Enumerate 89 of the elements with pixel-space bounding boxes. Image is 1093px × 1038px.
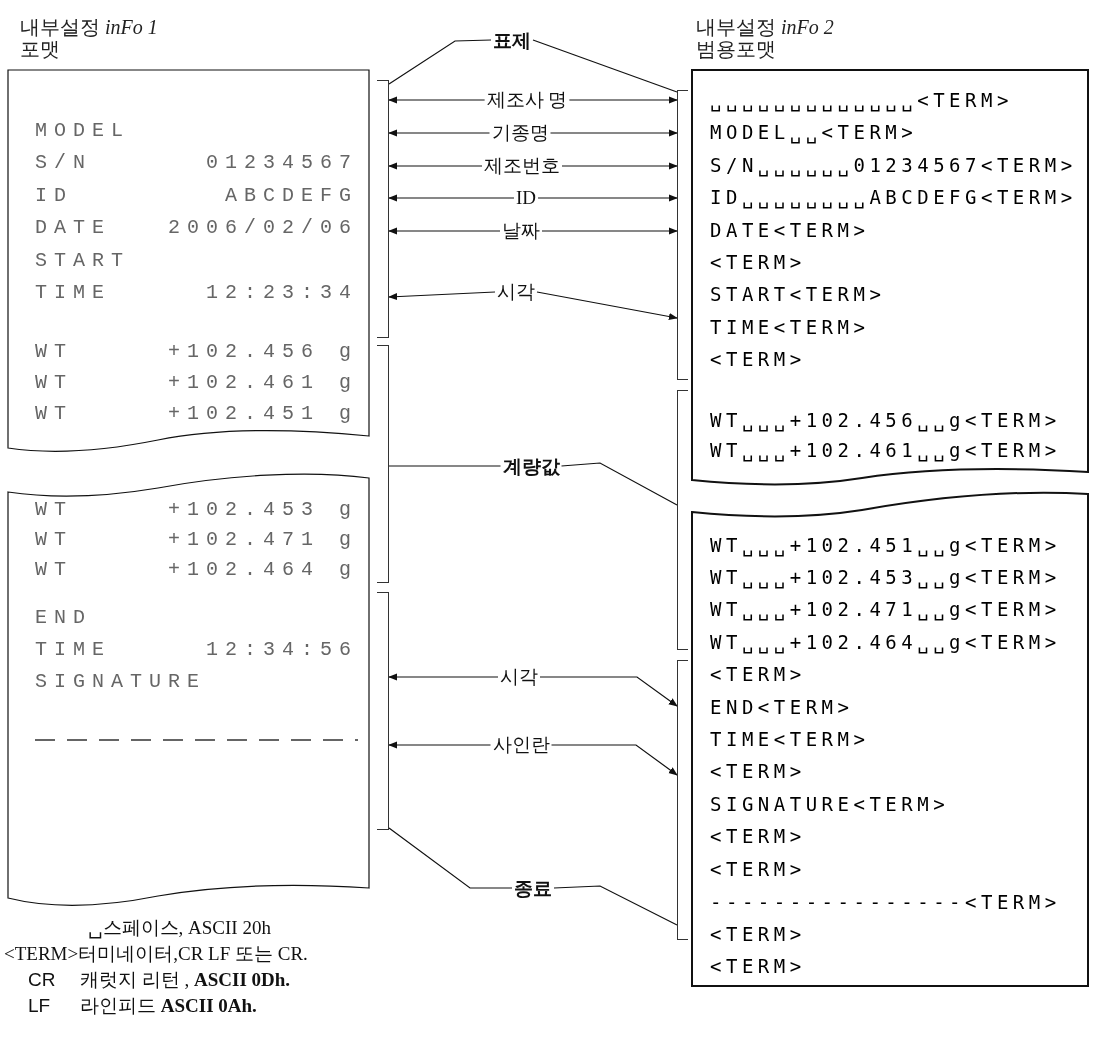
bracket xyxy=(377,80,389,338)
arrow xyxy=(549,129,678,137)
printout-line: TIME 12:34:56 xyxy=(35,638,359,662)
arrow xyxy=(388,673,499,681)
arrow xyxy=(388,227,501,235)
heading: 포맷 xyxy=(20,38,60,60)
bracket xyxy=(677,660,688,940)
arrow xyxy=(388,291,496,301)
arrow xyxy=(388,96,486,104)
printout-line: WT +102.464 g xyxy=(35,558,359,582)
note-text: LF xyxy=(28,994,51,1018)
printout-line: WT␣␣␣+102.471␣␣g<TERM> xyxy=(710,597,1061,621)
arrow xyxy=(550,744,678,776)
printout-line: MODEL xyxy=(35,119,130,143)
leader-line xyxy=(388,827,513,889)
leader-line xyxy=(388,39,492,85)
callout-label: 종료 xyxy=(512,877,554,899)
printout-line: SIGNATURE<TERM> xyxy=(710,792,950,816)
callout-label: 사인란 xyxy=(490,734,552,756)
printout-line: ----------------<TERM> xyxy=(710,890,1061,914)
arrow xyxy=(388,129,491,137)
printout-line: WT␣␣␣+102.456␣␣g<TERM> xyxy=(710,408,1061,432)
printout-line: <TERM> xyxy=(710,922,806,946)
printout-line: WT +102.453 g xyxy=(35,498,359,522)
printout-line: WT␣␣␣+102.461␣␣g<TERM> xyxy=(710,438,1061,462)
bracket xyxy=(677,390,688,650)
printout-line: WT +102.461 g xyxy=(35,371,359,395)
bracket xyxy=(377,592,389,830)
printout-line: END xyxy=(35,606,92,630)
callout-label: 표제 xyxy=(491,29,533,51)
printout-line: END<TERM> xyxy=(710,695,854,719)
printout-line: DATE<TERM> xyxy=(710,218,870,242)
printout-line: WT␣␣␣+102.451␣␣g<TERM> xyxy=(710,533,1061,557)
leader-line xyxy=(532,39,678,93)
printout-line: ID␣␣␣␣␣␣␣␣ABCDEFG<TERM> xyxy=(710,185,1077,209)
printout-line: START<TERM> xyxy=(710,282,886,306)
arrow xyxy=(561,162,678,170)
printout-line: <TERM> xyxy=(710,250,806,274)
printout-line: TIME 12:23:34 xyxy=(35,281,359,305)
note-text: CR xyxy=(28,968,56,992)
arrow xyxy=(539,676,678,707)
printout-line: WT +102.451 g xyxy=(35,402,359,426)
printout-line: ␣␣␣␣␣␣␣␣␣␣␣␣␣<TERM> xyxy=(710,88,1013,112)
printout-line: WT␣␣␣+102.464␣␣g<TERM> xyxy=(710,630,1061,654)
printout-line: <TERM> xyxy=(710,824,806,848)
printout-line: ID ABCDEFG xyxy=(35,184,359,208)
printout-line: <TERM> xyxy=(710,662,806,686)
bracket xyxy=(677,90,688,380)
printout-line: WT +102.471 g xyxy=(35,528,359,552)
note-text: 라인피드 ASCII 0Ah. xyxy=(80,994,257,1018)
printout-line: WT␣␣␣+102.453␣␣g<TERM> xyxy=(710,565,1061,589)
printout-line: <TERM> xyxy=(710,954,806,978)
printout-line: TIME<TERM> xyxy=(710,315,870,339)
leader-line xyxy=(553,885,678,926)
arrow xyxy=(536,291,678,321)
heading: 범용포맷 xyxy=(696,38,776,60)
arrow xyxy=(388,741,492,749)
printout-line: <TERM> xyxy=(710,759,806,783)
arrow xyxy=(388,194,515,202)
printout-line: TIME<TERM> xyxy=(710,727,870,751)
callout-label: ID xyxy=(513,187,539,209)
callout-label: 제조사 명 xyxy=(484,89,570,111)
callout-label: 날짜 xyxy=(500,220,542,242)
note-text: 캐럿지 리턴 , ASCII 0Dh. xyxy=(80,968,291,992)
callout-label: 제조번호 xyxy=(482,155,562,177)
printout-line: S/N 01234567 xyxy=(35,151,359,175)
heading: 내부설정 inFo 2 xyxy=(696,16,834,38)
printout-line: DATE 2006/02/06 xyxy=(35,216,359,240)
callout-label: 계량값 xyxy=(500,455,562,477)
callout-label: 기종명 xyxy=(489,122,551,144)
leader-line xyxy=(388,465,502,467)
printout-line: S/N␣␣␣␣␣␣01234567<TERM> xyxy=(710,153,1077,177)
note-text: <TERM>터미네이터,CR LF 또는 CR. xyxy=(4,942,308,966)
callout-label: 시각 xyxy=(495,281,537,303)
callout-label: 시각 xyxy=(498,666,540,688)
printout-line: SIGNATURE xyxy=(35,670,207,694)
note-text: ␣스페이스, ASCII 20h xyxy=(88,916,271,940)
leader-line xyxy=(560,462,678,506)
printout-line: <TERM> xyxy=(710,857,806,881)
printout-line: WT +102.456 g xyxy=(35,340,359,364)
bracket xyxy=(377,345,389,583)
heading: 내부설정 inFo 1 xyxy=(20,16,158,38)
printout-line: START xyxy=(35,249,130,273)
arrow xyxy=(541,227,678,235)
printout-line: MODEL␣␣<TERM> xyxy=(710,120,918,144)
arrow xyxy=(388,162,483,170)
arrow xyxy=(568,96,678,104)
arrow xyxy=(537,194,678,202)
printout-line: <TERM> xyxy=(710,347,806,371)
